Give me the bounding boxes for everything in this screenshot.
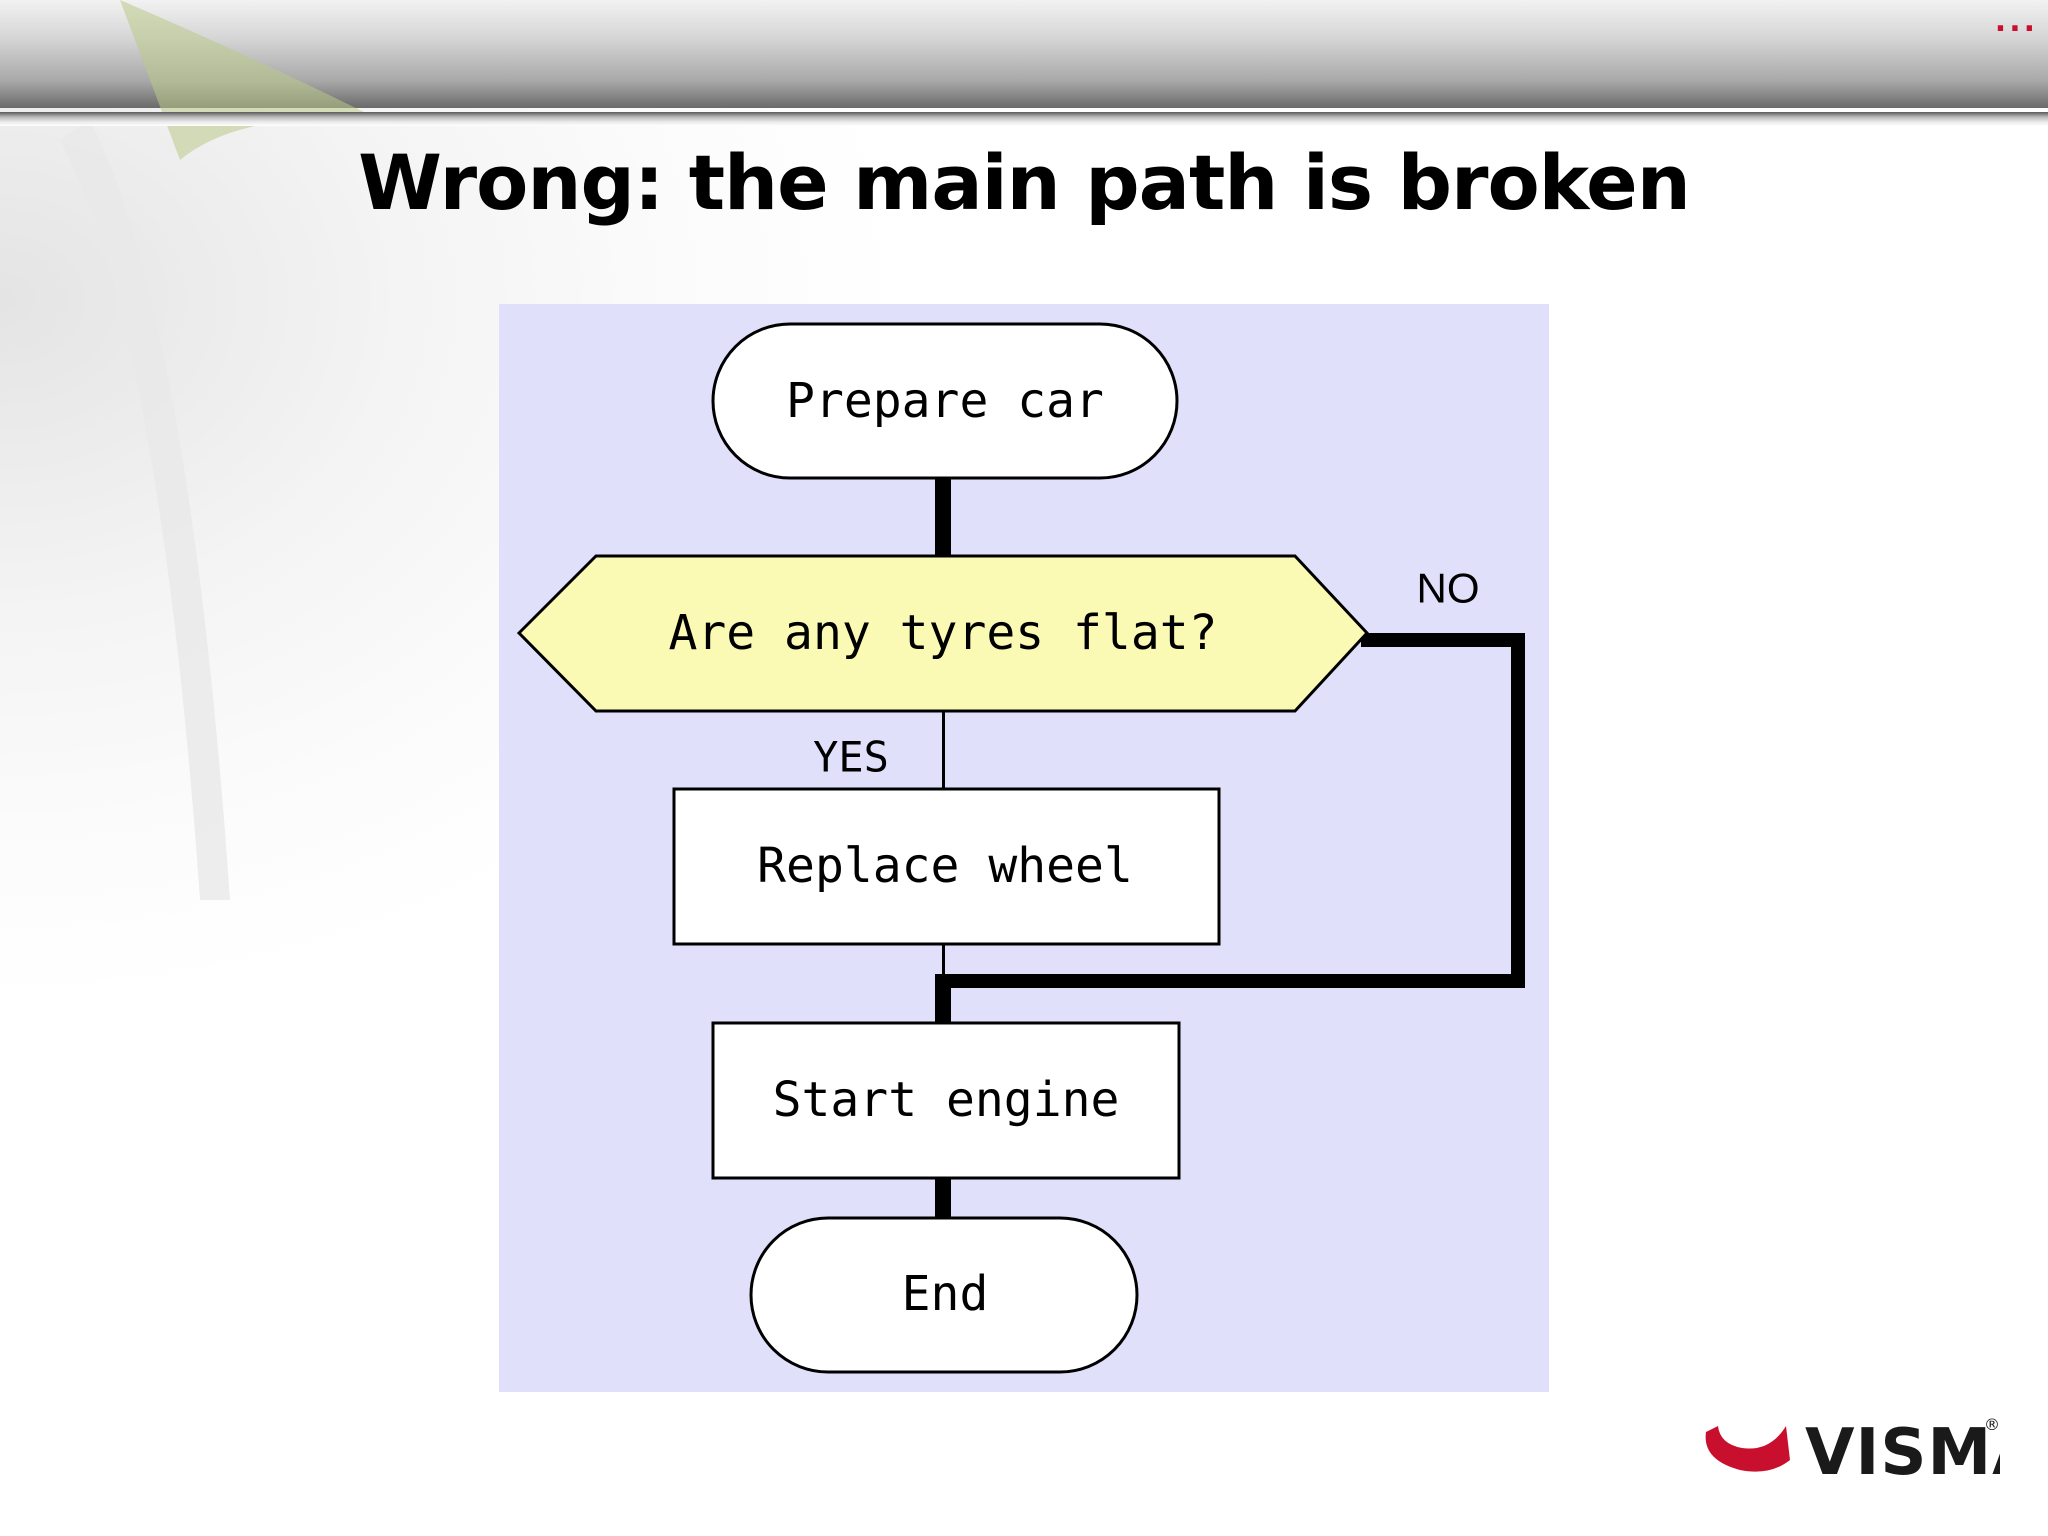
replace-wheel-label: Replace wheel: [757, 838, 1133, 894]
connector-start-to-decision: [935, 474, 951, 556]
connector-engine-to-end: [935, 1177, 951, 1223]
edge-label-yes: YES: [813, 733, 889, 782]
connector-no-horizontal: [1361, 633, 1523, 647]
connector-no-vertical: [1511, 633, 1525, 985]
connector-replace-down: [942, 944, 945, 986]
connector-merge-down: [935, 974, 951, 1027]
connector-yes-branch: [942, 711, 945, 793]
start-engine-node: [711, 1021, 1181, 1180]
start-node-label: Prepare car: [786, 373, 1104, 429]
flowchart: Prepare car Are any tyres flat? NO YES R…: [499, 304, 1549, 1392]
slide-title: Wrong: the main path is broken: [358, 138, 1691, 227]
replace-wheel-node: [672, 787, 1221, 946]
start-engine-label: Start engine: [773, 1072, 1120, 1128]
visma-logo-mark: ®: [1984, 1415, 2000, 1434]
header-bar: [0, 0, 2048, 108]
visma-logo-text: VISMA: [1805, 1416, 2000, 1482]
connector-merge-horizontal: [935, 974, 1525, 988]
end-node-label: End: [902, 1266, 989, 1322]
edge-label-no: NO: [1417, 565, 1480, 612]
menu-dots[interactable]: ...: [1994, 4, 2038, 39]
visma-logo: VISMA ®: [1705, 1415, 2000, 1482]
visma-logo-icon: [1705, 1426, 1790, 1472]
decision-node-label: Are any tyres flat?: [668, 605, 1217, 661]
decision-node: [516, 554, 1370, 713]
end-node: [749, 1216, 1139, 1374]
header-divider: [0, 112, 2048, 126]
start-node: [711, 322, 1179, 480]
